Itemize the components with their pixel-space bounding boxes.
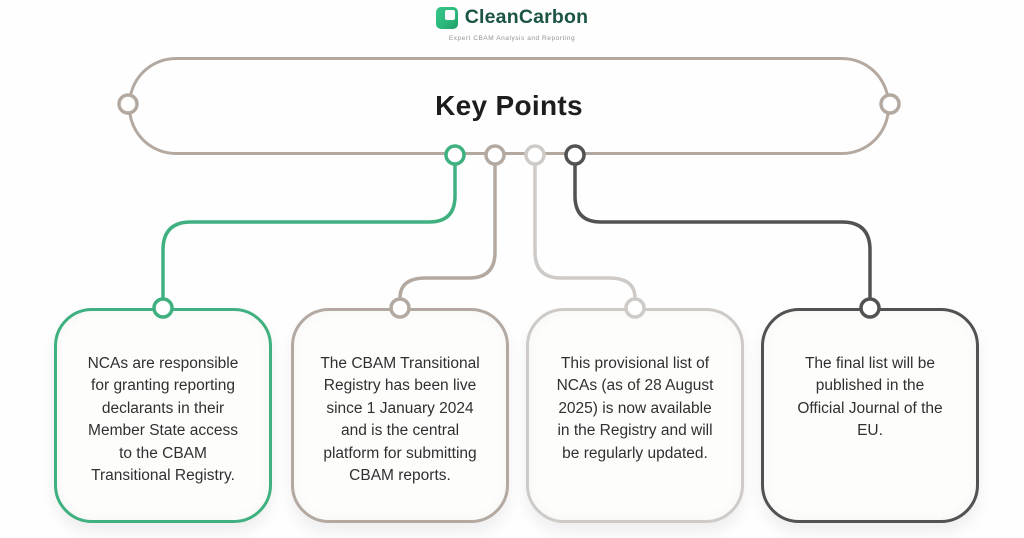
cleancarbon-logo-icon xyxy=(435,6,458,29)
connector-card-4 xyxy=(573,155,872,308)
card-text: The CBAM Transitional Registry has been … xyxy=(320,355,480,485)
card-ncas-responsibility: NCAs are responsible for granting report… xyxy=(54,308,272,523)
card-provisional-list: This provisional list of NCAs (as of 28 … xyxy=(526,308,744,523)
card-text: NCAs are responsible for granting report… xyxy=(87,355,239,485)
logo: CleanCarbon Expert CBAM Analysis and Rep… xyxy=(0,6,1024,42)
logo-tagline: Expert CBAM Analysis and Reporting xyxy=(448,34,576,42)
card-text: The final list will be published in the … xyxy=(797,355,943,440)
connector-card-2 xyxy=(398,155,497,308)
connector-card-1 xyxy=(161,155,457,308)
logo-name: CleanCarbon xyxy=(464,6,589,28)
card-text: This provisional list of NCAs (as of 28 … xyxy=(556,355,714,462)
logo-icon-inner-square xyxy=(444,9,455,20)
connector-card-3 xyxy=(533,155,637,308)
card-final-list: The final list will be published in the … xyxy=(761,308,979,523)
card-registry-live: The CBAM Transitional Registry has been … xyxy=(291,308,509,523)
page-title: Key Points xyxy=(435,90,583,121)
key-points-header: Key Points xyxy=(128,57,890,155)
